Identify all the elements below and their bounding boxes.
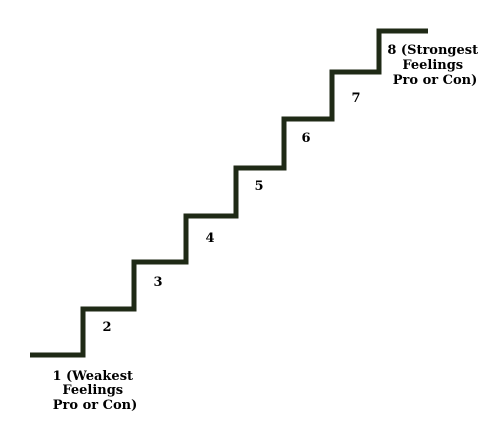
step-label-5: 5 [254, 179, 263, 194]
step-label-8-line-2: Feelings [402, 58, 463, 73]
step-label-7: 7 [351, 91, 360, 106]
step-label-8-line-1: 8 (Strongest [387, 43, 478, 58]
step-label-1-line-3: Pro or Con) [53, 398, 138, 413]
step-label-1-line-2: Feelings [62, 383, 123, 398]
step-label-6: 6 [301, 131, 310, 146]
step-label-2: 2 [102, 320, 111, 335]
step-label-8: 8 (Strongest Feelings Pro or Con) [387, 43, 482, 88]
step-label-4: 4 [205, 231, 214, 246]
step-label-3: 3 [153, 275, 162, 290]
step-label-1: 1 (Weakest Feelings Pro or Con) [52, 369, 137, 413]
step-label-1-line-1: 1 (Weakest [52, 369, 133, 384]
step-label-8-line-3: Pro or Con) [393, 73, 478, 88]
staircase-line [30, 28, 428, 358]
